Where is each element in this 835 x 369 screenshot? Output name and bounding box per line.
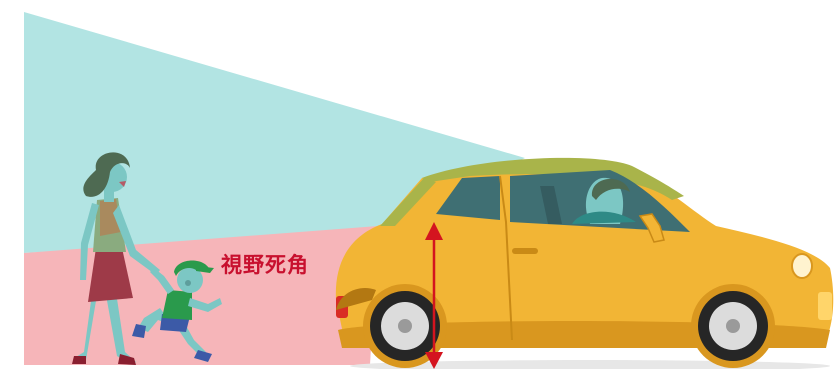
rear-window — [436, 176, 500, 220]
blind-height-arrow — [425, 222, 443, 369]
front-wheel — [691, 284, 775, 368]
rear-wheel — [363, 284, 447, 368]
child-running-icon — [132, 260, 222, 362]
blind-spot-label: 視野死角 — [221, 253, 309, 277]
compact-car-icon — [335, 157, 834, 369]
woman-walking-icon — [72, 152, 160, 365]
visible-zone — [24, 12, 525, 253]
driver-icon — [572, 177, 636, 224]
